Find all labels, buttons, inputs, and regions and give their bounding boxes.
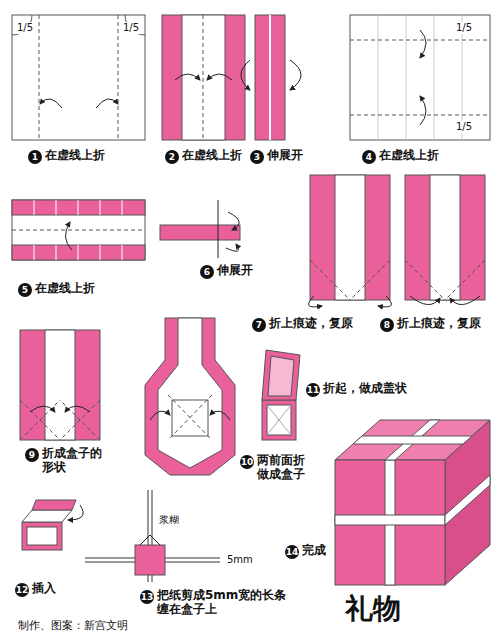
step-number: 9 (25, 448, 39, 462)
step-number: 7 (252, 318, 266, 332)
step-number: 10 (240, 455, 254, 469)
step-instruction: 插入 (32, 581, 56, 595)
step-instruction: 完成 (302, 543, 326, 557)
step-instruction: 两前面折 做成盒子 (257, 453, 315, 482)
step-number: 14 (285, 545, 299, 559)
fraction-label: 1/5 (455, 22, 473, 34)
step-instruction: 折起，做成盖状 (323, 381, 407, 395)
step-number: 4 (362, 150, 376, 164)
step-number: 8 (380, 318, 394, 332)
step-instruction: 在虚线上折 (45, 148, 105, 162)
step-instruction: 把纸剪成5mm宽的长条 缠在盒子上 (157, 588, 302, 617)
note-label: 浆糊 (158, 514, 180, 526)
step-instruction: 折成盒子的 形状 (42, 446, 114, 475)
fraction-label: 1/5 (122, 22, 140, 34)
step-number: 1 (28, 150, 42, 164)
step-instruction: 折上痕迹，复原 (269, 316, 353, 330)
step-number: 2 (165, 150, 179, 164)
step-instruction: 折上痕迹，复原 (397, 316, 481, 330)
step-number: 6 (200, 265, 214, 279)
step-instruction: 在虚线上折 (379, 148, 439, 162)
step-number: 12 (15, 583, 29, 597)
step-instruction: 伸展开 (267, 148, 303, 162)
note-label: 5mm (226, 554, 254, 566)
step-instruction: 在虚线上折 (182, 148, 242, 162)
fraction-label: 1/5 (16, 22, 34, 34)
caption: 制作、图案：新宫文明 (18, 619, 128, 632)
fraction-label: 1/5 (455, 121, 473, 133)
step-instruction: 伸展开 (217, 263, 253, 277)
title: 礼物 (345, 592, 401, 626)
step-number: 11 (306, 383, 320, 397)
step-instruction: 在虚线上折 (35, 281, 95, 295)
step-number: 13 (140, 590, 154, 604)
step-number: 5 (18, 283, 32, 297)
step-number: 3 (250, 150, 264, 164)
